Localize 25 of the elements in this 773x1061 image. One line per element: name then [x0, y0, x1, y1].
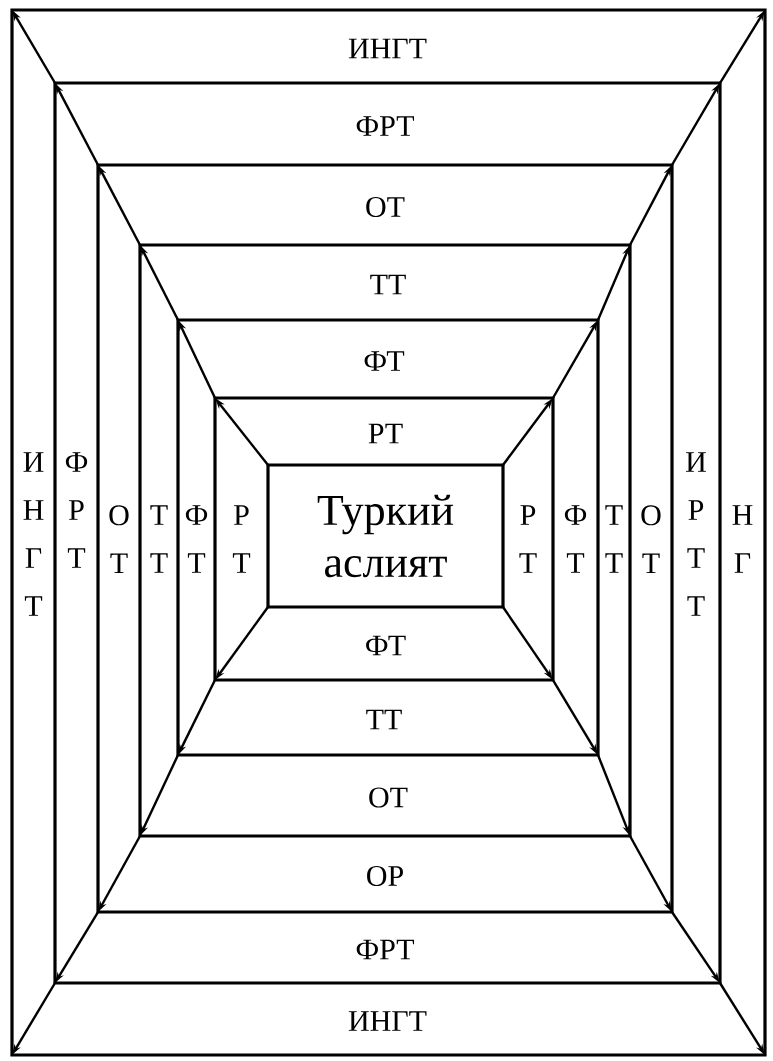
band-label: О Т: [109, 505, 129, 574]
band-label: РТ: [368, 423, 403, 444]
band-label: Ф Т: [185, 505, 208, 573]
band-label: Р Т: [232, 505, 251, 573]
band-label: ТТ: [370, 274, 406, 295]
band-label: ОТ: [366, 196, 405, 218]
band-label: ТТ: [366, 709, 402, 730]
band-label: ФРТ: [356, 116, 415, 136]
band-label: Ф Р Т: [65, 452, 88, 568]
band-label: ФТ: [364, 351, 405, 371]
band-label: ОР: [367, 865, 403, 887]
band-label: Р Т: [519, 505, 537, 573]
band-label: Ф Т: [564, 505, 587, 573]
band-label: Т Т: [150, 505, 168, 573]
band-label: ОТ: [369, 787, 408, 808]
band-label: И Н Г Т: [23, 452, 44, 616]
band-label: Т Т: [605, 505, 623, 573]
band-label: И Р Т Т: [686, 452, 706, 616]
band-label: О Т: [641, 505, 661, 574]
band-label: ФТ: [366, 635, 406, 656]
band-label: ИНГТ: [348, 38, 427, 59]
band-label: Н Г: [732, 505, 753, 573]
band-label: ИНГТ: [348, 1011, 427, 1031]
band-label: ФРТ: [356, 939, 415, 960]
center-label: Туркий аслият: [317, 494, 454, 578]
